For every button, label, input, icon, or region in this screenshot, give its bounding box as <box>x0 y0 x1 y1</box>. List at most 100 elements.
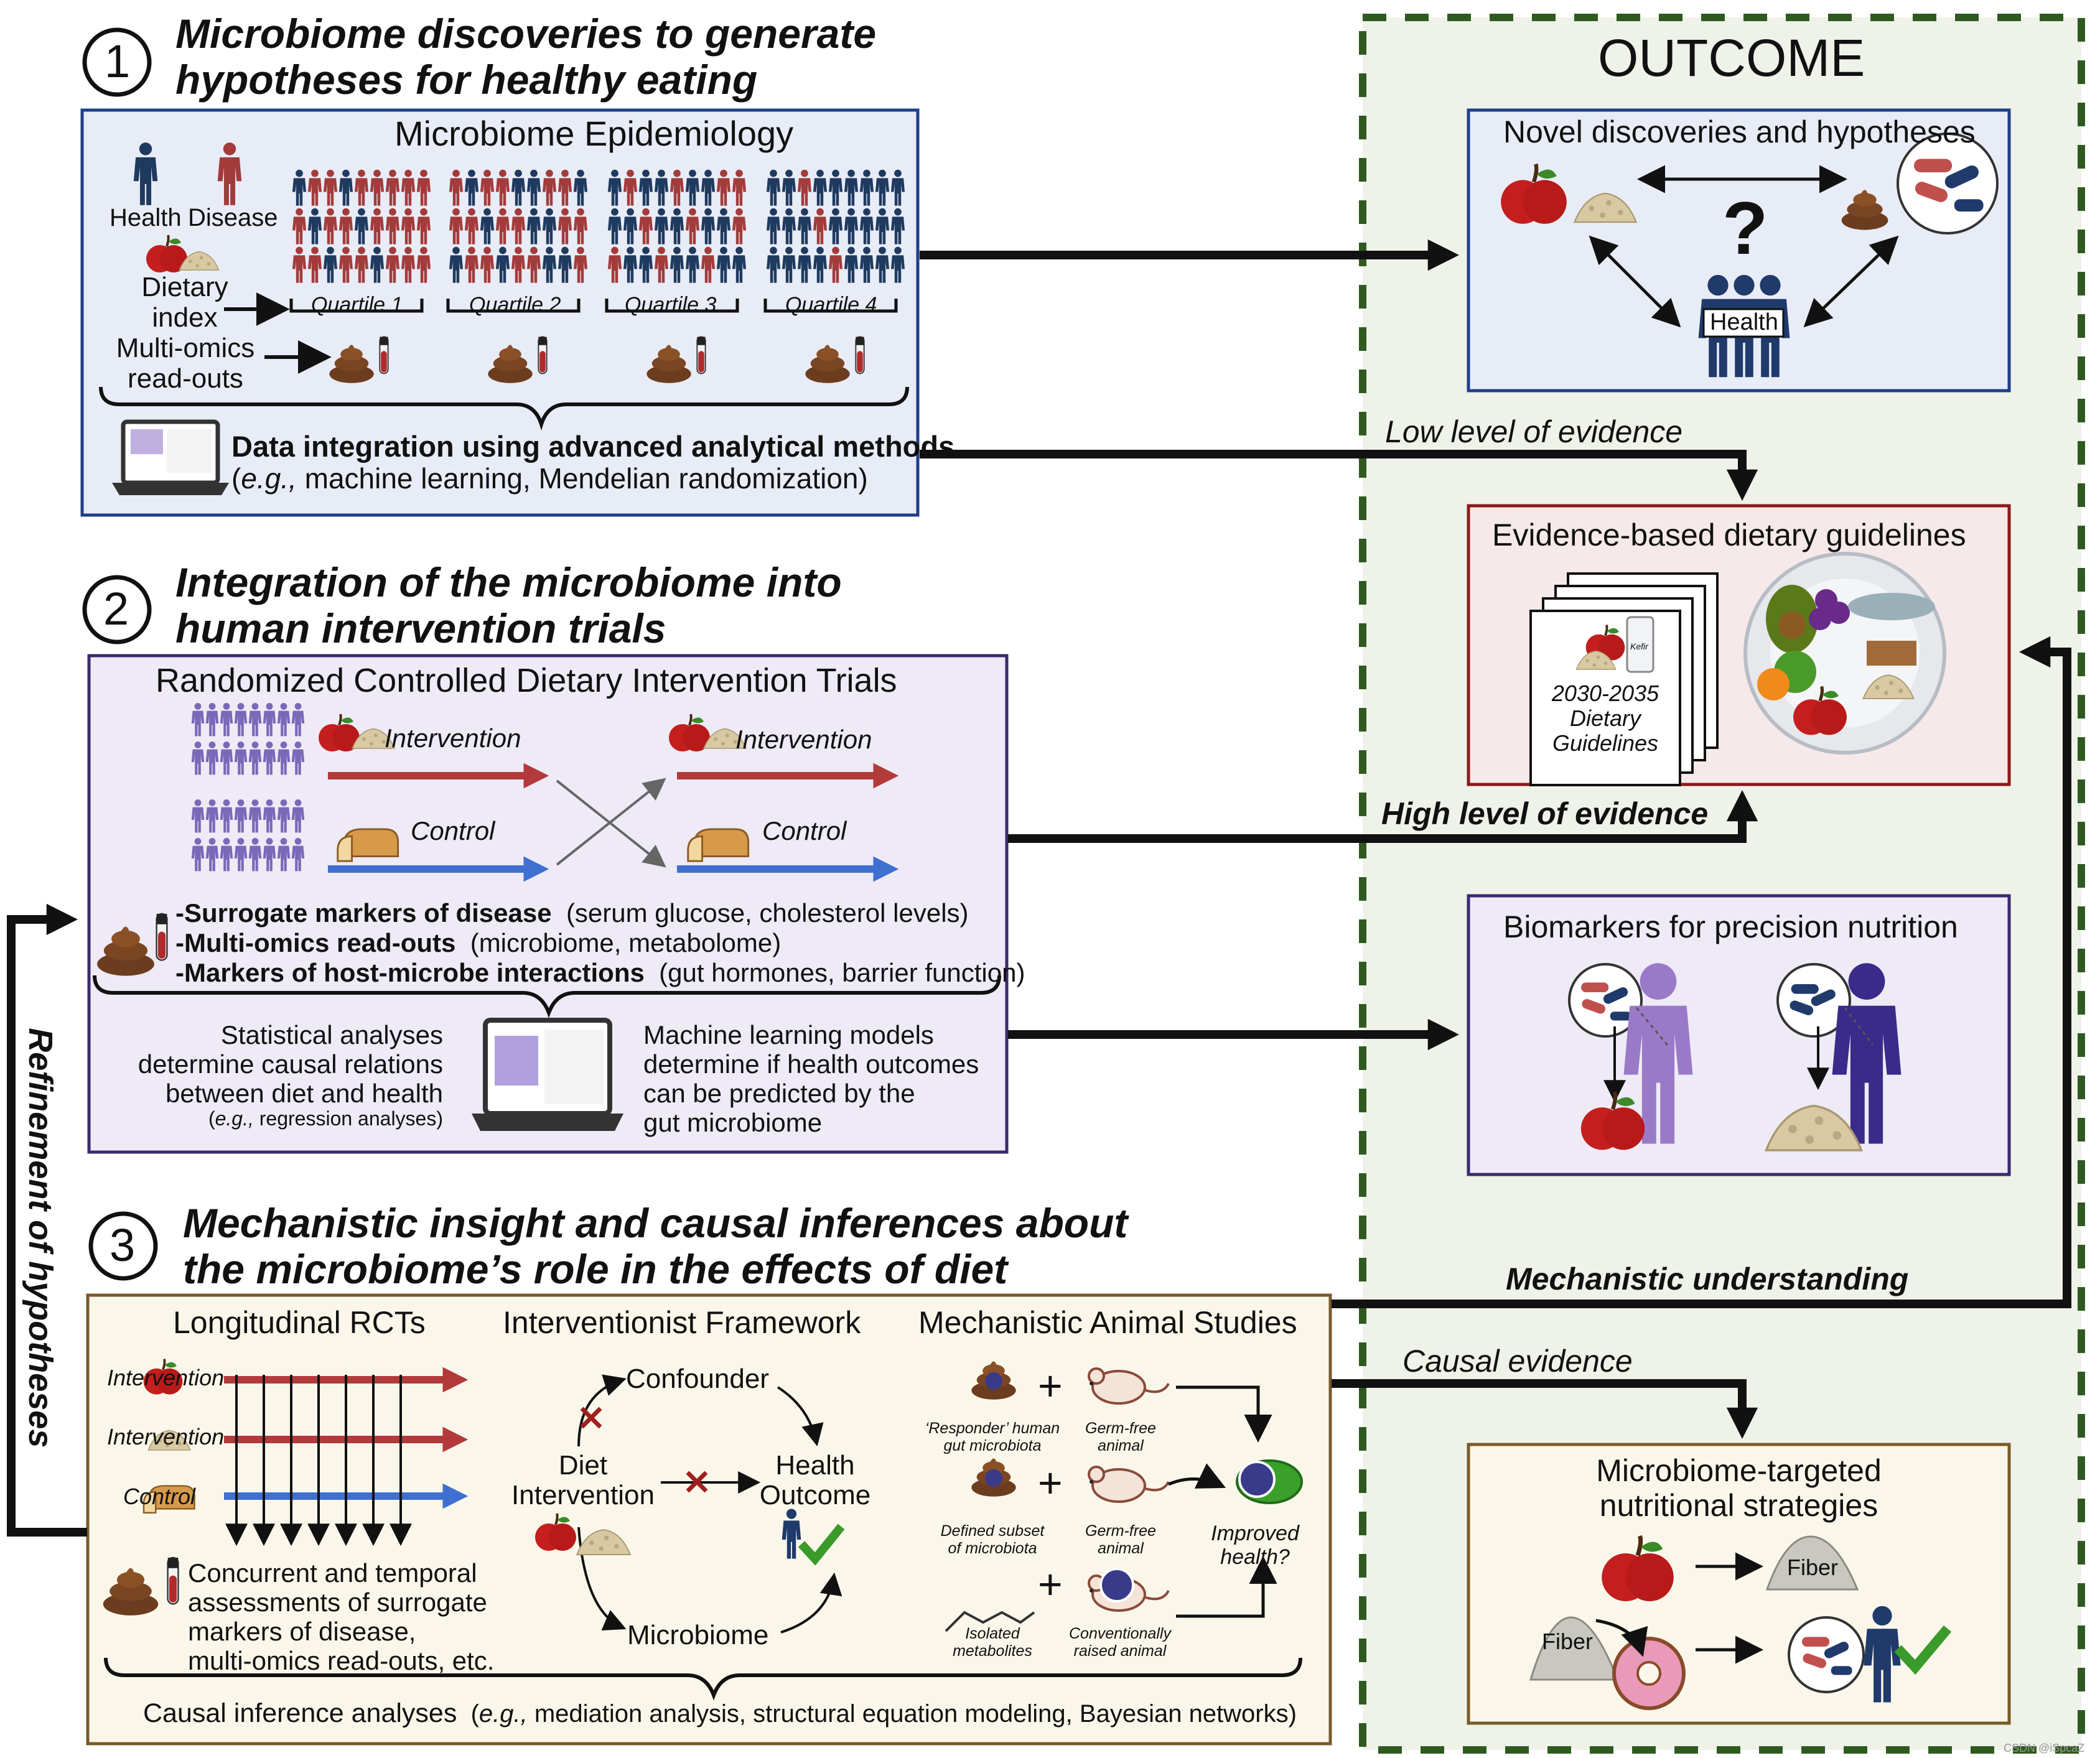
multiomics-label: Multi-omics read-outs <box>116 333 255 394</box>
watermark: CSDN @iSpcaZ <box>2004 1742 2085 1754</box>
health-outcome-label: Health Outcome <box>759 1450 871 1511</box>
diet-intervention-label: Diet Intervention <box>511 1450 655 1511</box>
data-integration-text: Data integration using advanced analytic… <box>231 430 955 463</box>
longitudinal-control: Control <box>123 1484 196 1509</box>
plus-sign-3: + <box>1038 1561 1063 1608</box>
arrow-integration-to-guidelines <box>920 450 1758 501</box>
col3-title: Mechanistic Animal Studies <box>918 1305 1297 1340</box>
statistical-analyses-example: (e.g., regression analyses) <box>208 1107 443 1130</box>
blood-tube-icon <box>538 336 548 374</box>
marker-3: -Markers of host-microbe interactions (g… <box>175 958 1025 987</box>
healthy-plate-icon <box>1743 552 1946 755</box>
intervention-label-2: Intervention <box>735 725 872 754</box>
fiber-label-1: Fiber <box>1787 1555 1839 1580</box>
quartile-brackets <box>289 299 898 313</box>
novel-triangle-arrows <box>1589 165 1899 328</box>
col2-title: Interventionist Framework <box>503 1305 861 1340</box>
causal-inference-text: Causal inference analyses (e.g., mediati… <box>143 1698 1297 1728</box>
causal-evidence-label: Causal evidence <box>1402 1344 1633 1379</box>
quartile-bracket <box>446 299 581 313</box>
health-label: Health <box>110 204 182 231</box>
outcome-title: OUTCOME <box>1598 29 1865 87</box>
defined-subset-label: Defined subset of microbiota <box>940 1522 1045 1557</box>
quartile-bracket <box>763 299 898 313</box>
low-evidence-label: Low level of evidence <box>1385 414 1683 449</box>
data-integration-examples: (e.g., machine learning, Mendelian rando… <box>231 462 868 495</box>
statistical-analyses-text: Statistical analyses determine causal re… <box>138 1020 443 1109</box>
quartile-4-label: Quartile 4 <box>785 293 877 317</box>
conventional-animal-label: Conventionally raised animal <box>1069 1625 1171 1660</box>
section1-title-line1: Microbiome discoveries to generate <box>175 11 877 57</box>
section3-number: 3 <box>110 1219 136 1271</box>
curly-brace-section3 <box>104 1657 1302 1701</box>
control-label-1: Control <box>411 816 495 845</box>
section1-number-circle <box>82 27 152 97</box>
animal-study-icons <box>945 1361 1303 1632</box>
germ-free-label-2: Germ-free animal <box>1085 1522 1156 1557</box>
guidelines-document-icon <box>1529 572 1719 786</box>
assessment-timepoints <box>225 1375 412 1546</box>
guidelines-doc-dietary: Dietary <box>1569 705 1641 731</box>
guidelines-doc-guidelines: Guidelines <box>1552 730 1659 756</box>
arrow-refinement <box>7 903 87 1537</box>
isolated-metabolites-label: Isolated metabolites <box>953 1625 1032 1660</box>
quartile-1-label: Quartile 1 <box>311 293 403 317</box>
confounder-label: Confounder <box>626 1364 769 1394</box>
arrow-causal-to-strategies <box>1332 1379 1758 1439</box>
intervention-label-1: Intervention <box>385 723 521 753</box>
laptop-icon-section2 <box>472 1018 623 1131</box>
biomarker-icons <box>1568 963 1902 1150</box>
biomarkers-box <box>1467 894 2011 1176</box>
check-icon-section3 <box>798 1523 845 1566</box>
control-bread-icon-2 <box>687 828 750 862</box>
section3-box <box>86 1293 1332 1746</box>
section2-title-line1: Integration of the microbiome into <box>175 559 842 605</box>
quartile-bracket <box>289 299 424 313</box>
crossover-arrow-up <box>556 778 666 866</box>
health-group-label: Health <box>1710 309 1778 335</box>
strategies-title-line2: nutritional strategies <box>1599 1488 1878 1523</box>
kefir-label: Kefir <box>1630 641 1648 651</box>
plus-sign-1: + <box>1038 1362 1063 1410</box>
high-evidence-label: High level of evidence <box>1381 796 1709 831</box>
animal-study-arrows <box>1168 1385 1277 1618</box>
arrow-mechanistic-to-guidelines <box>1332 636 2071 1308</box>
section2-box-title: Randomized Controlled Dietary Interventi… <box>156 662 897 699</box>
marker-2: -Multi-omics read-outs (microbiome, meta… <box>175 928 782 957</box>
longitudinal-intervention-2: Intervention <box>107 1424 225 1449</box>
section3-number-circle <box>88 1211 158 1281</box>
section3-title-line1: Mechanistic insight and causal inference… <box>183 1200 1128 1246</box>
dietary-index-label: Dietary index <box>141 272 228 333</box>
quartile-3-label: Quartile 3 <box>625 293 717 317</box>
section2-title-line2: human intervention trials <box>175 605 666 651</box>
germ-free-label-1: Germ-free animal <box>1085 1420 1156 1454</box>
quartile-bracket <box>605 299 739 313</box>
section2-number-circle <box>82 575 152 644</box>
guidelines-title: Evidence-based dietary guidelines <box>1492 518 1966 552</box>
curly-brace-section2 <box>93 975 1001 1018</box>
improved-health-label: Improved health? <box>1211 1522 1299 1570</box>
arrow-rct-to-guidelines <box>1008 789 1758 843</box>
section2-number: 2 <box>103 583 129 635</box>
novel-title: Novel discoveries and hypotheses <box>1503 114 1976 149</box>
fiber-label-2: Fiber <box>1542 1629 1594 1654</box>
section1-title-line2: hypotheses for healthy eating <box>175 57 758 103</box>
marker-1: -Surrogate markers of disease (serum glu… <box>175 898 969 928</box>
col1-title: Longitudinal RCTs <box>173 1305 426 1340</box>
section1-number: 1 <box>105 35 131 87</box>
laptop-icon-section1 <box>112 419 229 495</box>
longitudinal-intervention-1: Intervention <box>107 1365 225 1390</box>
quartile-2-label: Quartile 2 <box>469 293 561 317</box>
strategies-title-line1: Microbiome-targeted <box>1596 1453 1882 1488</box>
blocked-cross-confounder <box>580 1407 602 1429</box>
health-group-icon <box>1698 274 1790 378</box>
guidelines-doc-year: 2030-2035 <box>1551 681 1659 706</box>
novel-microbe-icon <box>1841 133 1999 235</box>
blocked-cross-direct <box>686 1471 708 1493</box>
plus-sign-2: + <box>1038 1459 1063 1507</box>
section2-box <box>87 654 1009 1154</box>
question-mark: ? <box>1722 187 1768 270</box>
refinement-label: Refinement of hypotheses <box>22 1028 60 1448</box>
disease-label: Disease <box>188 204 278 231</box>
